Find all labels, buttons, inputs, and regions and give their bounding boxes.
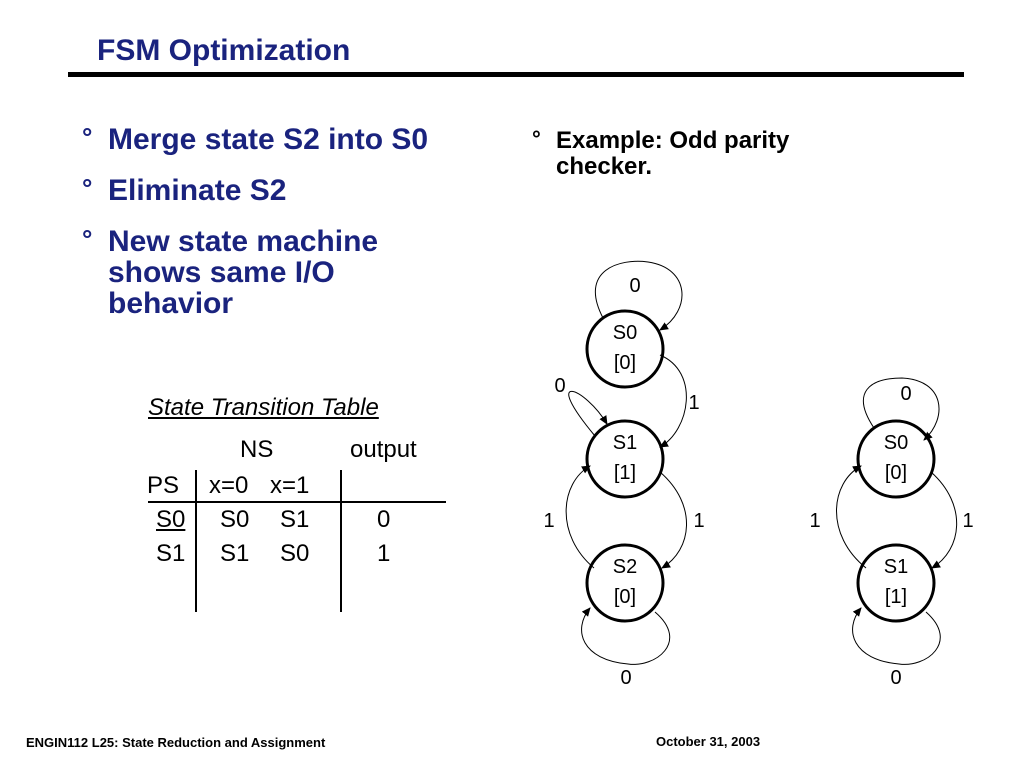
state-s0-right: S0 [0] bbox=[856, 419, 936, 499]
bullet-new-machine: ° New state machine shows same I/O behav… bbox=[82, 224, 502, 320]
transition-s2-to-s1 bbox=[565, 465, 595, 569]
label-s0-self: 0 bbox=[629, 275, 640, 297]
title-divider bbox=[68, 72, 964, 77]
bullet-text: Eliminate S2 bbox=[108, 174, 287, 207]
transition-s0-self bbox=[595, 260, 683, 331]
state-output: [0] bbox=[614, 586, 636, 608]
transition-s0-to-s1 bbox=[930, 471, 958, 569]
state-s1-left: S1 [1] bbox=[585, 419, 665, 499]
slide-title: FSM Optimization bbox=[97, 34, 351, 67]
label-s2-self: 0 bbox=[620, 667, 631, 689]
transition-s0-self bbox=[862, 377, 940, 441]
bullet-eliminate: ° Eliminate S2 bbox=[82, 173, 502, 207]
label-s1-to-s0: 1 bbox=[809, 510, 820, 532]
state-s0-left: S0 [0] bbox=[585, 309, 665, 389]
bullet-mark: ° bbox=[532, 126, 541, 151]
footer-date: October 31, 2003 bbox=[656, 734, 761, 749]
bullet-mark: ° bbox=[82, 173, 93, 203]
label-s1-self: 0 bbox=[554, 375, 565, 397]
bullet-mark: ° bbox=[82, 122, 93, 152]
x0-header: x=0 bbox=[209, 472, 249, 499]
example-note: ° Example: Odd parity checker. bbox=[532, 126, 852, 180]
bullet-merge: ° Merge state S2 into S0 bbox=[82, 122, 502, 156]
label-s0-to-s1: 1 bbox=[962, 510, 973, 532]
transition-s1-self bbox=[568, 390, 608, 437]
bullet-text-line: shows same I/O bbox=[108, 256, 335, 289]
bullet-mark: ° bbox=[82, 224, 93, 254]
bullet-text-line: behavior bbox=[108, 287, 234, 320]
table-cell-output: 1 bbox=[377, 540, 391, 567]
table-cell-x1: S1 bbox=[280, 506, 310, 533]
table-cell-ps: S1 bbox=[156, 540, 186, 567]
bullet-text-line: New state machine bbox=[108, 225, 379, 258]
transition-s0-to-s1 bbox=[659, 354, 687, 448]
state-output: [0] bbox=[614, 352, 636, 374]
table-cell-output: 0 bbox=[377, 506, 391, 533]
state-output: [0] bbox=[885, 462, 907, 484]
state-output: [1] bbox=[614, 462, 636, 484]
bullet-list: ° Merge state S2 into S0 ° Eliminate S2 … bbox=[82, 122, 502, 339]
state-s1-right: S1 [1] bbox=[856, 543, 936, 623]
ns-header: NS bbox=[240, 436, 274, 463]
bullet-text: Merge state S2 into S0 bbox=[108, 123, 429, 156]
example-line: checker. bbox=[556, 153, 653, 180]
transition-s2-self bbox=[581, 607, 671, 665]
footer-course: ENGIN112 L25: State Reduction and Assign… bbox=[26, 735, 326, 750]
table-cell-x1: S0 bbox=[280, 540, 310, 567]
ps-header: PS bbox=[147, 472, 180, 499]
example-line: Example: Odd parity bbox=[556, 127, 790, 154]
label-s1-self: 0 bbox=[890, 667, 901, 689]
output-header: output bbox=[350, 436, 417, 463]
table-cell-x0: S1 bbox=[220, 540, 250, 567]
state-output: [1] bbox=[885, 586, 907, 608]
label-s2-to-s1: 1 bbox=[543, 510, 554, 532]
table-cell-ps: S0 bbox=[156, 506, 186, 533]
state-name: S0 bbox=[613, 322, 637, 344]
state-name: S1 bbox=[613, 432, 637, 454]
transition-s1-to-s2 bbox=[659, 471, 687, 569]
state-name: S0 bbox=[884, 432, 908, 454]
x1-header: x=1 bbox=[270, 472, 310, 499]
state-name: S1 bbox=[884, 556, 908, 578]
label-s0-to-s1: 1 bbox=[688, 392, 699, 414]
table-title: State Transition Table bbox=[148, 394, 379, 421]
state-name: S2 bbox=[613, 556, 637, 578]
state-s2-left: S2 [0] bbox=[585, 543, 665, 623]
transition-s1-to-s0 bbox=[836, 465, 867, 569]
label-s1-to-s2: 1 bbox=[693, 510, 704, 532]
label-s0-self: 0 bbox=[900, 383, 911, 405]
transition-s1-self bbox=[852, 607, 941, 665]
table-cell-x0: S0 bbox=[220, 506, 250, 533]
